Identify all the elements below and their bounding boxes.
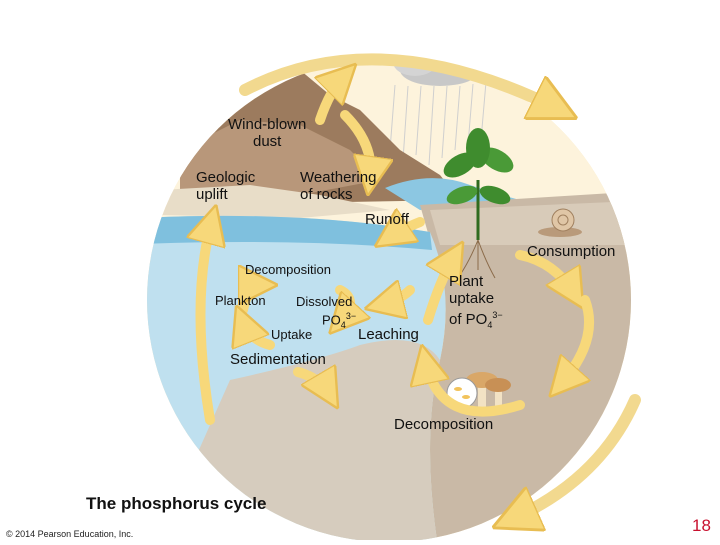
snail bbox=[538, 208, 582, 237]
outer-arrow-top bbox=[239, 53, 560, 110]
decomposition-return-arrow bbox=[425, 360, 525, 417]
plant-uptake-arrow bbox=[423, 255, 455, 325]
sedimentation-arrow bbox=[293, 372, 330, 395]
label-runoff: Runoff bbox=[365, 211, 409, 228]
plant bbox=[443, 128, 514, 279]
label-dissolved-po4: Dissolved PO43− bbox=[296, 294, 357, 330]
label-leaching: Leaching bbox=[358, 326, 419, 343]
runoff-arrow bbox=[388, 222, 425, 238]
geologic-uplift-arrow bbox=[200, 220, 212, 425]
consumption-down-arrow bbox=[560, 295, 595, 385]
figure-title: The phosphorus cycle bbox=[86, 494, 267, 513]
label-decomposition-water: Decomposition bbox=[245, 262, 331, 277]
dissolved-arrow bbox=[340, 285, 350, 322]
label-plant-uptake: Plant uptake of PO43− bbox=[449, 273, 503, 330]
label-plankton: Plankton bbox=[215, 293, 266, 308]
page-number: 18 bbox=[692, 516, 711, 535]
leaching-arrow bbox=[380, 290, 415, 305]
copyright-notice: © 2014 Pearson Education, Inc. bbox=[6, 529, 134, 539]
outer-arrow-bottom bbox=[510, 394, 641, 520]
uptake-arrow bbox=[242, 320, 275, 350]
label-decomposition-soil: Decomposition bbox=[394, 416, 494, 433]
consumption-arrow bbox=[515, 250, 575, 295]
label-sedimentation: Sedimentation bbox=[230, 351, 326, 368]
label-uptake: Uptake bbox=[271, 327, 313, 342]
wind-blown-dust-arrow bbox=[320, 75, 345, 125]
label-consumption: Consumption bbox=[527, 243, 616, 260]
weathering-arrow bbox=[340, 110, 371, 180]
